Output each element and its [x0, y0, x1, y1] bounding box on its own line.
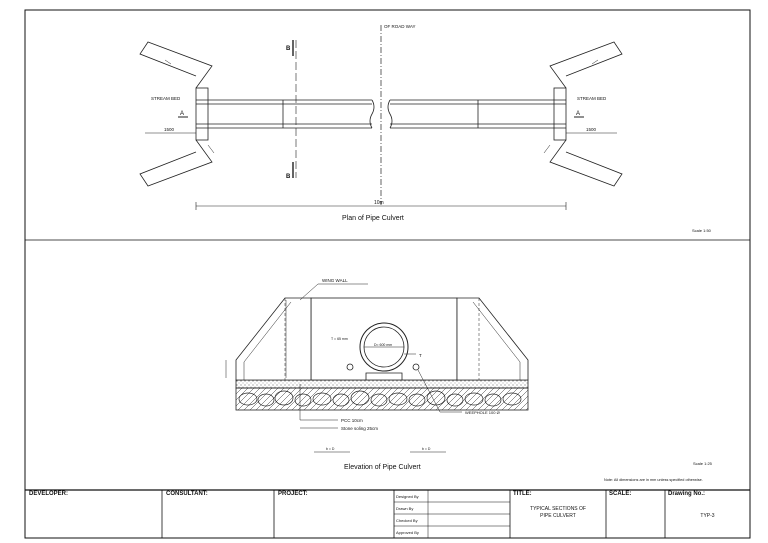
plan-scale: Scale 1:50: [692, 228, 712, 233]
section-marker-top: B: [286, 46, 291, 52]
designed-by-label: Designed By: [396, 494, 419, 499]
pipe-thickness-label: T = 65 mm: [331, 337, 348, 341]
elevation-scale: Scale 1:25: [693, 461, 713, 466]
drawing-title-line2: PIPE CULVERT: [540, 513, 576, 519]
stream-bed-label-left: STREAM BED: [151, 96, 181, 101]
dim-left-label: b = D: [326, 447, 335, 451]
scale-label: SCALE:: [609, 491, 632, 497]
drawing-no-label: Drawing No.:: [668, 491, 705, 497]
road-label: OF ROAD WAY: [384, 24, 416, 29]
elevation-title: Elevation of Pipe Culvert: [344, 464, 421, 471]
right-dim-label: 1500: [586, 127, 597, 132]
drawing-no: TYP-3: [700, 513, 715, 519]
pcc-layer: [235, 379, 529, 389]
stream-bed-label-right: STREAM BED: [577, 96, 607, 101]
checked-by-label: Checked By: [396, 518, 418, 523]
dim-right-label: b = D: [422, 447, 431, 451]
stone-soling: [235, 387, 529, 411]
left-dim-label: 1500: [164, 127, 175, 132]
marker-a-right: A: [576, 111, 580, 117]
drawing-title-line1: TYPICAL SECTIONS OF: [530, 506, 586, 512]
wing-wall-label: WING WALL: [322, 278, 348, 283]
pcc-label: PCC 10cm: [341, 418, 363, 423]
dimensions-note: Note: All dimensions are in mm unless sp…: [604, 478, 703, 482]
sheet-border: [24, 9, 751, 539]
project-label: PROJECT:: [278, 491, 308, 497]
developer-label: DEVELOPER:: [29, 491, 69, 497]
elevation-view: [225, 283, 529, 453]
title-block: [25, 489, 750, 538]
drawn-by-label: Drawn By: [396, 506, 414, 511]
section-marker-bottom: B: [286, 174, 291, 180]
weephole-label: WEEPHOLE 100 Ø: [465, 410, 500, 415]
plan-title: Plan of Pipe Culvert: [342, 215, 404, 222]
stone-soling-label: Stone soling 25cm: [341, 426, 378, 431]
approved-by-label: Approved By: [396, 530, 419, 535]
consultant-label: CONSULTANT:: [166, 491, 208, 497]
pipe-diameter-label: D= 600 mm: [374, 343, 392, 347]
t-label: T: [419, 353, 422, 358]
title-label: TITLE:: [513, 491, 532, 497]
marker-a-left: A: [180, 111, 184, 117]
plan-view: [139, 25, 623, 210]
span-dim-label: 10m: [374, 200, 384, 206]
